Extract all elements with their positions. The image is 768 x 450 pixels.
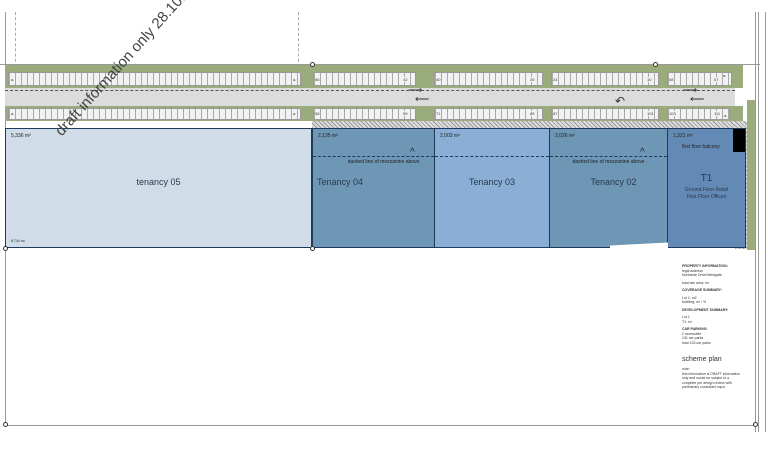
arrow-left-icon: ⟵ [415, 94, 430, 105]
stall-number: 111 [714, 111, 721, 116]
survey-point [310, 62, 315, 67]
site-area: total site area: m² [682, 280, 710, 285]
tenancy-area: 1,321 m² [673, 133, 693, 139]
mezzanine-line [550, 156, 667, 157]
stall-number: 58 [315, 111, 320, 116]
stall-number: a. [11, 77, 15, 82]
arrow-right-icon: ⟶ [408, 85, 423, 96]
parking-line: total 133 car parks [682, 340, 711, 345]
survey-point [3, 422, 8, 427]
tenancy-name: Tenancy 03 [468, 177, 516, 187]
site-boundary-top [0, 64, 760, 65]
boundary-dashed-mid [298, 12, 299, 67]
development-line: T1: m² [682, 319, 693, 324]
mezzanine-line [435, 156, 549, 157]
survey-point [653, 62, 658, 67]
stall-number: 59 [403, 111, 408, 116]
tenancy-use-ground: Ground Floor Retail [684, 187, 729, 193]
survey-point [753, 422, 758, 427]
tenancy-area: 2,135 m² [318, 133, 338, 139]
boundary-right-3 [765, 12, 766, 432]
tenancy-sub-area: 8,744 m² [11, 239, 25, 243]
stall-number: 42 [403, 77, 408, 82]
stall-number: 40 [436, 77, 441, 82]
development-line: Lot 1 [682, 315, 690, 319]
tenancy-name: tenancy 05 [136, 177, 181, 187]
stall-number: a. [293, 111, 297, 116]
tenancy-name: T1 [700, 173, 713, 184]
stall-number: 07 [714, 77, 719, 82]
tenancy-t1[interactable]: 1,321 m² first floor balcony T1 Ground F… [667, 128, 746, 248]
boundary-right-2 [758, 12, 759, 432]
mezzanine-label: dashed line of mezzanine above [572, 159, 645, 165]
parking-row-bottom [551, 108, 659, 120]
stall-number: 101 [647, 111, 654, 116]
survey-point [310, 246, 315, 251]
footpath-hatch [312, 121, 745, 128]
development-heading: DEVELOPMENT SUMMARY: [682, 307, 729, 312]
tenancy-04[interactable]: 2,135 m² ^ dashed line of mezzanine abov… [312, 128, 435, 248]
coverage-line: Lot 1: m2 [682, 295, 697, 300]
parking-row-bottom [313, 108, 416, 120]
boundary-dashed-left [15, 12, 16, 67]
parking-heading: CAR PARKING: [682, 327, 708, 331]
stall-number: a. [723, 73, 727, 78]
property-line: Northside Drive/Westgate [682, 273, 722, 277]
coverage-line: building: m² / % [682, 300, 707, 304]
tenancy-area: 5,336 m² [11, 133, 31, 139]
tenancy-02[interactable]: 2,026 m² ^ dashed line of mezzanine abov… [549, 128, 668, 248]
tenancy-05[interactable]: 5,336 m² tenancy 05 8,744 m² [5, 128, 312, 248]
stall-number: 103 [669, 111, 676, 116]
parking-row-top [434, 72, 543, 86]
site-boundary-bottom [5, 425, 755, 426]
parking-row-top [313, 72, 416, 86]
parking-line: 2 accessible [682, 331, 702, 336]
parking-line: 131 car parks [682, 336, 704, 340]
note-label: note: [682, 367, 690, 371]
parking-row-bottom [434, 108, 543, 120]
coverage-heading: COVERAGE SUMMARY: [682, 288, 722, 292]
tenancy-03[interactable]: 2,003 m² Tenancy 03 [434, 128, 550, 248]
road-centerline [5, 90, 735, 91]
balcony-label: first floor balcony [682, 144, 720, 150]
info-panel: PROPERTY INFORMATION: legal address Nort… [682, 264, 742, 390]
landscape-strip-right [747, 100, 755, 250]
arrow-right-icon: ⟶ [683, 85, 698, 96]
arrow-left-icon: ⟵ [690, 94, 705, 105]
stall-number: 24 [553, 77, 558, 82]
survey-point [3, 246, 8, 251]
stall-number: 08 [669, 77, 674, 82]
stall-number: a. [11, 111, 15, 116]
note-text: this information is DRAFT information on… [682, 371, 741, 390]
parking-row-top [8, 72, 301, 86]
stall-number: 56 [315, 77, 320, 82]
mezzanine-line [313, 156, 434, 157]
drawing-title: scheme plan [682, 356, 722, 363]
mezzanine-label: dashed line of mezzanine above [347, 159, 420, 165]
turning-path-icon: ↶ [615, 94, 626, 108]
stall-number: 26 [530, 77, 535, 82]
caret-up-icon: ^ [640, 147, 645, 158]
caret-up-icon: ^ [410, 147, 415, 158]
stair-block [733, 129, 745, 152]
boundary-right-1 [755, 12, 756, 432]
driveway [5, 88, 735, 106]
stall-number: 10 [647, 77, 652, 82]
parking-row-bottom [8, 108, 301, 120]
stall-number: a. [293, 77, 297, 82]
stall-number: 87 [553, 111, 558, 116]
tenancy-name: Tenancy 04 [317, 177, 364, 187]
property-heading: PROPERTY INFORMATION: [682, 264, 728, 268]
tenancy-use-first: First Floor Offices [686, 194, 727, 200]
property-line: legal address [682, 268, 703, 273]
stall-number: a. [724, 113, 728, 118]
tenancy-area: 2,026 m² [555, 133, 575, 139]
parking-row-top [551, 72, 659, 86]
stall-number: 71 [436, 111, 441, 116]
parking-row-bottom [667, 108, 730, 120]
tenancy-name: Tenancy 02 [590, 177, 637, 187]
parking-row-top [667, 72, 732, 86]
tenancy-area: 2,003 m² [440, 133, 460, 139]
stall-number: 85 [530, 111, 535, 116]
